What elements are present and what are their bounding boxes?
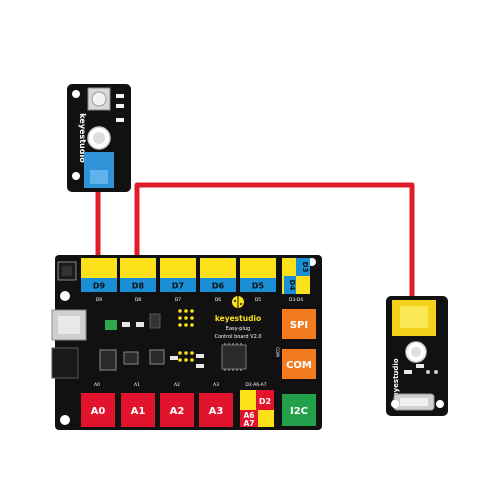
silk-d3-d4: D3-D4 xyxy=(289,297,303,303)
port-d5 xyxy=(240,258,276,278)
port-com xyxy=(282,349,316,379)
port-d7-label: D7 xyxy=(172,282,184,291)
control-board-pcb xyxy=(55,255,322,430)
port-a6-label: A6 xyxy=(243,411,254,420)
silk-a2: A2 xyxy=(174,382,180,388)
silk-a0: A0 xyxy=(94,382,100,388)
port-i2c-label: I2C xyxy=(290,406,308,417)
silk-d9: D9 xyxy=(96,297,102,303)
port-spi xyxy=(282,309,316,339)
usb-connector xyxy=(51,309,87,341)
silk-d8: D8 xyxy=(135,297,141,303)
port-d4-label: D4 xyxy=(288,280,296,291)
button-module: keyestudio xyxy=(67,84,131,192)
port-d8 xyxy=(120,258,156,278)
silk-a3: A3 xyxy=(213,382,219,388)
silk-d2-a6-a7: D2-A6-A7 xyxy=(245,382,266,388)
port-d6-label: D6 xyxy=(212,282,225,291)
port-i2c xyxy=(282,394,316,426)
silk-d7: D7 xyxy=(175,297,181,303)
silk-com: COM xyxy=(275,347,280,357)
mcu-chip xyxy=(221,344,247,370)
port-a7-label: A7 xyxy=(243,419,254,428)
port-d3-d4: D3 D4 D3-D4 xyxy=(282,258,310,303)
control-board: D9 D9 D8 D8 D7 D7 D6 D6 D5 D5 D3 xyxy=(51,255,322,430)
port-a0-label: A0 xyxy=(91,406,106,417)
silk-a1: A1 xyxy=(134,382,140,388)
board-subtitle-2: Control board V2.0 xyxy=(214,334,261,340)
port-d2-label: D2 xyxy=(259,397,271,406)
light-module-brand: keyestudio xyxy=(392,358,400,401)
port-d6 xyxy=(200,258,236,278)
port-d3-label: D3 xyxy=(301,262,309,273)
port-a2 xyxy=(160,393,194,427)
port-a3 xyxy=(199,393,233,427)
light-module: keyestudio xyxy=(386,296,448,416)
wires xyxy=(95,182,415,300)
port-d9-label: D9 xyxy=(93,282,106,291)
port-a3-label: A3 xyxy=(209,406,224,417)
port-com-label: COM xyxy=(286,360,312,371)
silk-d5: D5 xyxy=(255,297,261,303)
port-a0 xyxy=(81,393,115,427)
port-spi-label: SPI xyxy=(290,320,308,331)
port-d2-a6-a7: D2-A6-A7 D2 A6 A7 xyxy=(240,382,274,428)
port-a1-label: A1 xyxy=(131,406,146,417)
port-d8-label: D8 xyxy=(132,282,145,291)
wire-light-to-d8 xyxy=(134,182,415,300)
port-a1 xyxy=(121,393,155,427)
port-d5-label: D5 xyxy=(252,282,265,291)
board-logo: keyestudio Easy-plug Control board V2.0 xyxy=(214,296,262,340)
button-module-brand: keyestudio xyxy=(78,113,87,163)
power-jack xyxy=(51,347,79,379)
board-subtitle-1: Easy-plug xyxy=(226,326,250,332)
board-brand: keyestudio xyxy=(215,314,261,323)
bottom-analog-ports: A0 A0 A1 A1 A2 A2 A3 A3 xyxy=(81,382,233,427)
top-digital-ports: D9 D9 D8 D8 D7 D7 D6 D6 D5 D5 xyxy=(81,258,276,303)
silk-d6: D6 xyxy=(215,297,221,303)
port-d7 xyxy=(160,258,196,278)
pushbutton-cap-icon xyxy=(91,91,107,107)
port-d9 xyxy=(81,258,117,278)
port-a2-label: A2 xyxy=(170,406,185,417)
